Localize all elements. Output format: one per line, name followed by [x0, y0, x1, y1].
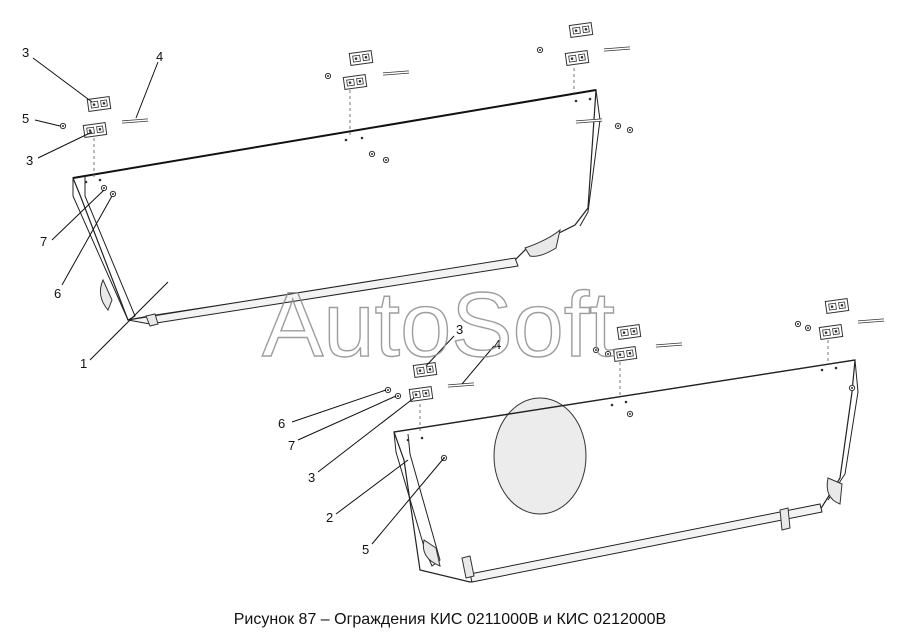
- callout-7-upper: 7: [40, 234, 47, 249]
- guard-1: [72, 89, 601, 327]
- callouts: 3 4 5 3 7 6 1 3 4 6 7 3 2 5: [22, 45, 501, 557]
- callout-6-upper: 6: [54, 286, 61, 301]
- callout-2: 2: [326, 510, 333, 525]
- guard-2: [393, 359, 859, 583]
- callout-3-lower: 3: [308, 470, 315, 485]
- guard-1-fasteners: [59, 22, 634, 198]
- callout-4-top: 4: [156, 49, 163, 64]
- callout-3-top: 3: [22, 45, 29, 60]
- callout-5-lower: 5: [362, 542, 369, 557]
- callout-4-middle: 4: [494, 337, 501, 352]
- callout-3-upper-left: 3: [26, 153, 33, 168]
- callout-3-middle: 3: [456, 322, 463, 337]
- callout-5-top: 5: [22, 111, 29, 126]
- callout-7-lower: 7: [288, 438, 295, 453]
- callout-1: 1: [80, 356, 87, 371]
- figure-caption: Рисунок 87 – Ограждения КИС 0211000В и К…: [233, 611, 667, 628]
- watermark-text: AutoSoft: [262, 274, 615, 376]
- callout-6-lower: 6: [278, 416, 285, 431]
- leader-lines: [32, 57, 495, 545]
- guard-2-fasteners: [384, 298, 886, 462]
